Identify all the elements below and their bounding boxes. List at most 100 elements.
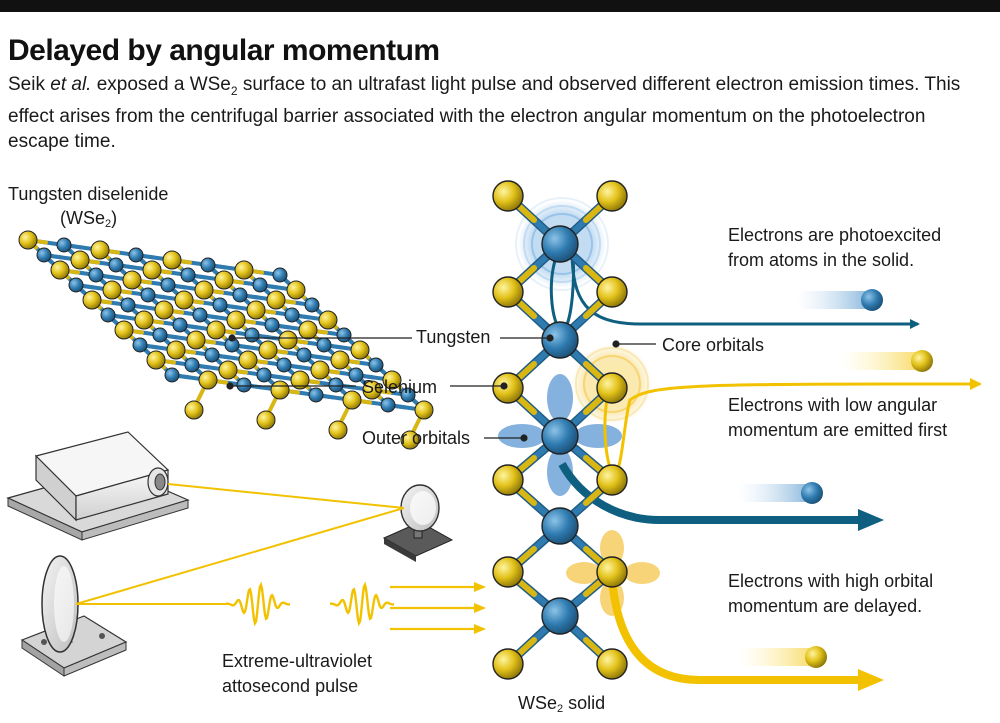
- tungsten-atom: [152, 327, 168, 343]
- selenium-atom: [146, 350, 166, 370]
- tungsten-atom: [212, 297, 228, 313]
- subtitle-text-3: surface to an ultrafast light pulse and …: [8, 74, 961, 152]
- solid-subscript: 2: [557, 703, 564, 715]
- wse2-solid-label: WSe2 solid: [518, 692, 606, 715]
- selenium-atom: [234, 260, 254, 280]
- large-mirror-icon: [20, 555, 128, 677]
- tungsten-diselenide-label: Tungsten diselenide: [8, 184, 169, 204]
- selenium-atom: [318, 310, 338, 330]
- selenium-atom: [102, 280, 122, 300]
- selenium-atom: [492, 464, 524, 496]
- selenium-atom: [134, 310, 154, 330]
- tungsten-atom: [541, 597, 579, 635]
- high-orbital-line2: momentum are delayed.: [728, 596, 923, 616]
- tungsten-atom: [88, 267, 104, 283]
- selenium-atom: [270, 380, 290, 400]
- tungsten-atom: [172, 317, 188, 333]
- high-orbital-line1: Electrons with high orbital: [728, 571, 934, 591]
- selenium-atom: [90, 240, 110, 260]
- selenium-atom: [82, 290, 102, 310]
- pulse-label-line1: Extreme-ultraviolet: [222, 651, 373, 671]
- tungsten-atom: [180, 267, 196, 283]
- tungsten-atom: [348, 367, 364, 383]
- selenium-atom: [328, 420, 348, 440]
- laser-beams: [75, 483, 486, 634]
- tungsten-atom: [256, 367, 272, 383]
- selenium-atom: [70, 250, 90, 270]
- tungsten-atom: [296, 347, 312, 363]
- subtitle: Seik et al. exposed a WSe2 surface to an…: [8, 72, 988, 154]
- selenium-atom: [238, 350, 258, 370]
- selenium-atom: [198, 370, 218, 390]
- selenium-atom: [596, 648, 628, 680]
- tungsten-atom: [276, 357, 292, 373]
- tungsten-atom: [204, 347, 220, 363]
- subtitle-text-2: exposed a WSe: [91, 74, 231, 95]
- tungsten-atom: [100, 307, 116, 323]
- tungsten-atom: [140, 287, 156, 303]
- selenium-atom: [286, 280, 306, 300]
- electron-paths: [549, 245, 982, 691]
- tungsten-atom: [252, 277, 268, 293]
- tungsten-atom: [272, 267, 288, 283]
- selenium-atom: [50, 260, 70, 280]
- tungsten-atom: [380, 397, 396, 413]
- selenium-atom: [596, 464, 628, 496]
- selenium-atom: [114, 320, 134, 340]
- selenium-atom: [596, 276, 628, 308]
- tungsten-atom: [200, 257, 216, 273]
- selenium-atom: [596, 556, 628, 588]
- tungsten-atom: [541, 417, 579, 455]
- wse2-close-text: ): [111, 208, 118, 228]
- selenium-atom: [310, 360, 330, 380]
- selenium-atom: [492, 648, 524, 680]
- low-angular-line1: Electrons with low angular: [728, 395, 938, 415]
- selenium-atom: [492, 180, 524, 212]
- wse2-solid-chain: [492, 180, 628, 680]
- selenium-atom: [122, 270, 142, 290]
- selenium-atom: [154, 300, 174, 320]
- page-title: Delayed by angular momentum: [8, 34, 440, 67]
- tungsten-atom: [284, 307, 300, 323]
- tungsten-atom: [68, 277, 84, 293]
- tungsten-atom: [541, 507, 579, 545]
- outer-orbitals-label: Outer orbitals: [362, 428, 471, 448]
- solid-suffix-text: solid: [563, 693, 606, 713]
- leader-lines: [226, 334, 656, 442]
- selenium-atom: [226, 310, 246, 330]
- attosecond-pulse-waveform: [225, 581, 395, 627]
- wse2-open-text: (WSe: [60, 208, 105, 228]
- tungsten-atom: [244, 327, 260, 343]
- tungsten-atom: [336, 327, 352, 343]
- selenium-atom: [214, 270, 234, 290]
- tungsten-atom: [328, 377, 344, 393]
- tungsten-atom: [368, 357, 384, 373]
- low-angular-line2: momentum are emitted first: [728, 420, 948, 440]
- tungsten-atom: [132, 337, 148, 353]
- tungsten-atom: [120, 297, 136, 313]
- wse2-subscript: 2: [105, 218, 112, 230]
- tungsten-label: Tungsten: [416, 327, 491, 347]
- selenium-atom: [174, 290, 194, 310]
- tungsten-atom: [164, 367, 180, 383]
- tungsten-atom: [308, 387, 324, 403]
- wse2-formula-label: (WSe2): [60, 207, 118, 230]
- tungsten-atom: [192, 307, 208, 323]
- tungsten-atom: [400, 387, 416, 403]
- small-mirror-icon: [382, 484, 454, 562]
- subtitle-subscript: 2: [230, 83, 238, 98]
- selenium-atom: [596, 372, 628, 404]
- selenium-atom: [162, 250, 182, 270]
- tungsten-atom: [541, 225, 579, 263]
- tungsten-atom: [264, 317, 280, 333]
- selenium-atom: [194, 280, 214, 300]
- selenium-label: Selenium: [362, 377, 438, 397]
- selenium-atom: [400, 430, 420, 450]
- top-rule: [0, 0, 1000, 12]
- tungsten-atom: [541, 321, 579, 359]
- selenium-atom: [184, 400, 204, 420]
- tungsten-atom: [316, 337, 332, 353]
- tungsten-atom: [128, 247, 144, 263]
- selenium-atom: [414, 400, 434, 420]
